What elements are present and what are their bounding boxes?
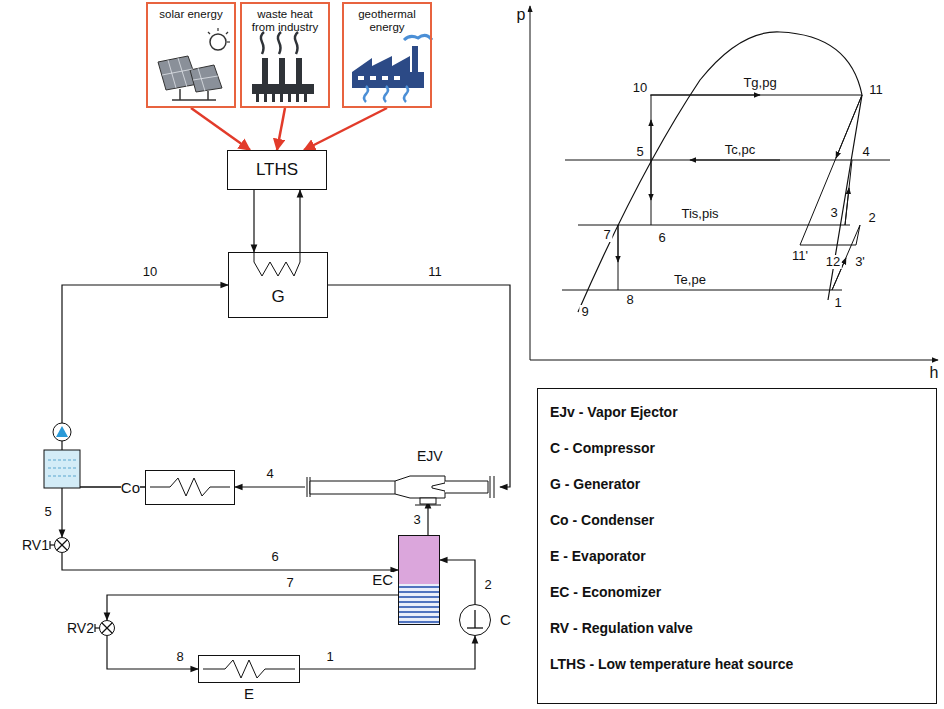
chart-label: Tc,pc — [723, 143, 757, 157]
chart-label: 6 — [656, 231, 667, 245]
source-box: solar energy — [146, 2, 236, 108]
chart-label: 9 — [579, 305, 590, 319]
compressor: C — [459, 604, 491, 636]
chart-label: 4 — [860, 145, 871, 159]
state-number: 3 — [411, 513, 422, 527]
chart-label: 1 — [832, 296, 843, 310]
chart-label: 3' — [853, 255, 867, 269]
state-number: 7 — [284, 576, 295, 590]
node-label: RV1 — [22, 537, 49, 553]
chart-label: 3 — [828, 206, 839, 220]
pipe-connector — [328, 285, 510, 487]
state-number: 1 — [324, 650, 335, 664]
state-number: 8 — [174, 650, 185, 664]
valve: RV1 — [54, 537, 70, 553]
state-number: 4 — [264, 467, 275, 481]
chart-label: p — [515, 6, 528, 23]
node-label: E — [244, 686, 254, 702]
state-number: 6 — [269, 550, 280, 564]
source-box: geothermal energy — [342, 2, 432, 108]
condenser-box: Co — [145, 470, 235, 505]
chart-label: Te,pe — [672, 273, 708, 287]
pipe-connector — [107, 595, 398, 620]
valve: RV2 — [99, 620, 115, 636]
heat-source-box: LTHS — [227, 150, 327, 190]
chart-label: 10 — [631, 81, 649, 95]
chart-label: Tg,pg — [741, 76, 778, 90]
node-label: C — [500, 612, 511, 628]
legend-box: EJv - Vapor EjectorC - CompressorG - Gen… — [537, 388, 937, 704]
factory-icon — [252, 32, 314, 102]
legend-entry: RV - Regulation valve — [550, 619, 924, 655]
node-label: EC — [372, 572, 393, 588]
legend-entry: EC - Economizer — [550, 583, 924, 619]
chart-label: 7 — [601, 228, 612, 242]
chart-label: 11 — [867, 83, 885, 97]
economizer-vessel: EC — [398, 535, 440, 625]
legend-entry: G - Generator — [550, 475, 924, 511]
node-label: waste heat from industry — [246, 8, 324, 34]
node-label: G — [271, 287, 284, 307]
state-number: 2 — [482, 578, 493, 592]
heat-arrow — [277, 108, 285, 150]
chart-label: h — [928, 364, 941, 381]
chart-label: 5 — [634, 145, 645, 159]
legend-entry: EJv - Vapor Ejector — [550, 403, 924, 439]
pipe-connector — [62, 285, 228, 487]
legend-entry: Co - Condenser — [550, 511, 924, 547]
ejector: EJV — [305, 474, 500, 501]
pipe-connector — [235, 486, 305, 487]
node-label: RV2 — [67, 620, 94, 636]
legend-entry: E - Evaporator — [550, 547, 924, 583]
node-label: LTHS — [256, 160, 298, 180]
node-label: Co — [121, 480, 140, 496]
chart-label: 11' — [790, 249, 810, 263]
node-label: geothermal energy — [348, 8, 426, 34]
legend-entry: LTHS - Low temperature heat source — [550, 655, 924, 691]
pipe-connector — [440, 560, 475, 604]
pipe-connector — [300, 636, 475, 669]
generator-box: G — [228, 252, 328, 318]
heat-arrow — [191, 108, 250, 150]
pipe-connector — [62, 553, 398, 570]
ph-chart — [530, 6, 938, 360]
heat-arrow — [304, 108, 387, 150]
pipe-connector — [253, 190, 254, 252]
legend-entry: C - Compressor — [550, 439, 924, 475]
state-number: 11 — [426, 265, 444, 279]
chart-label: 2 — [866, 211, 877, 225]
state-number: 10 — [141, 265, 159, 279]
node-label: EJV — [417, 448, 443, 464]
chart-label: Tis,pis — [679, 207, 720, 221]
pipe-connector — [107, 636, 198, 669]
geothermal-icon — [352, 35, 432, 102]
state-number: 5 — [42, 505, 53, 519]
node-label: solar energy — [152, 8, 230, 21]
chart-label: 12 — [824, 255, 842, 269]
pipe-connector — [299, 190, 300, 252]
source-box: waste heat from industry — [240, 2, 330, 108]
solar-icon — [158, 28, 230, 100]
pipe-connector — [427, 501, 428, 535]
evaporator-box: E — [198, 655, 300, 683]
chart-label: 8 — [624, 293, 635, 307]
